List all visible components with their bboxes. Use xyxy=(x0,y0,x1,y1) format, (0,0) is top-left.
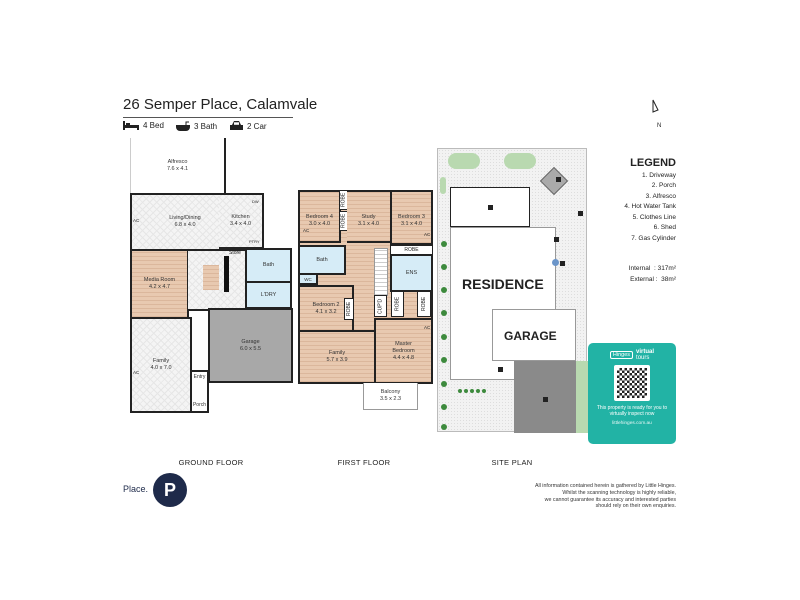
first-floor-label: FIRST FLOOR xyxy=(337,458,391,467)
feature-label: 4 Bed xyxy=(143,121,164,130)
pantry-label: PTRY xyxy=(249,239,260,244)
tree-icon xyxy=(441,241,447,247)
site-marker xyxy=(578,211,583,216)
legend-item: 1. Driveway xyxy=(642,171,676,179)
title-divider xyxy=(123,117,293,118)
ground-floor-label: GROUND FLOOR xyxy=(178,458,244,467)
room-wc: WC xyxy=(298,273,318,285)
internal-area: Internal : 317m² xyxy=(628,265,676,272)
north-arrow-icon xyxy=(652,99,663,120)
garden-bed xyxy=(504,153,536,169)
legend-item: 5. Clothes Line xyxy=(632,213,676,221)
tree-icon xyxy=(441,357,447,363)
tree-icon xyxy=(441,424,447,430)
feature-label: 3 Bath xyxy=(194,121,218,131)
garden-bed xyxy=(576,361,588,433)
property-title: 26 Semper Place, Calamvale xyxy=(123,96,318,113)
site-marker xyxy=(543,397,548,402)
cupboard: CUP'D xyxy=(374,295,387,317)
hot-water-tank xyxy=(552,259,559,266)
agency-name: Place. xyxy=(123,484,149,494)
promo-text: This property is ready for you to virtua… xyxy=(596,405,668,417)
qr-code[interactable] xyxy=(614,365,650,401)
north-label: N xyxy=(657,123,662,129)
room-bath-upstairs: Bath xyxy=(298,245,346,275)
bath-icon xyxy=(176,121,190,131)
clothes-line xyxy=(539,166,569,196)
bed-icon xyxy=(123,121,139,130)
tree-icon xyxy=(441,287,447,293)
room-laundry: L'DRY xyxy=(245,281,292,309)
ac-label: AC xyxy=(133,218,140,223)
ac-label: AC xyxy=(424,232,431,237)
garden-bed xyxy=(440,177,446,194)
tree-icon xyxy=(441,404,447,410)
garage-site xyxy=(492,309,576,361)
tree-icon xyxy=(482,389,486,393)
legend-item: 7. Gas Cylinder xyxy=(631,234,676,242)
site-marker xyxy=(560,261,565,266)
garage-label: GARAGE xyxy=(504,329,557,343)
tree-icon xyxy=(441,264,447,270)
car-icon xyxy=(230,121,243,130)
legend-title: LEGEND xyxy=(630,157,676,169)
legend: LEGEND 1. Driveway 2. Porch 3. Alfresco … xyxy=(596,158,676,285)
dw-label: DW xyxy=(252,199,259,204)
external-area: External : 38m² xyxy=(630,275,676,283)
residence-label: RESIDENCE xyxy=(462,276,544,292)
ac-label: AC xyxy=(424,325,431,330)
legend-item: 4. Hot Water Tank xyxy=(624,203,676,210)
site-plan-label: SITE PLAN xyxy=(491,458,533,467)
disclaimer: All information contained herein is gath… xyxy=(534,483,676,510)
feature-bath: 3 Bath xyxy=(176,121,217,131)
feature-label: 2 Car xyxy=(247,121,267,131)
site-marker xyxy=(498,367,503,372)
tree-icon xyxy=(441,334,447,340)
tree-icon xyxy=(458,389,462,393)
site-marker xyxy=(554,237,559,242)
robe: ROBE xyxy=(417,291,431,317)
tree-icon xyxy=(470,389,474,393)
robe: ROBE xyxy=(344,298,354,320)
stair-wall xyxy=(224,256,229,292)
garden-bed xyxy=(448,153,480,169)
tree-icon xyxy=(441,381,447,387)
room-ensuite: ENS xyxy=(390,254,433,292)
robe: ROBE xyxy=(391,291,404,317)
tree-icon xyxy=(464,389,468,393)
legend-item: 6. Shed xyxy=(653,224,676,231)
store-label: Store xyxy=(229,250,241,256)
site-marker xyxy=(488,205,493,210)
ac-label: AC xyxy=(133,370,140,375)
alfresco-area xyxy=(450,187,530,227)
legend-item: 3. Alfresco xyxy=(645,192,676,200)
stairs xyxy=(203,265,219,290)
agency-logo: P xyxy=(153,473,187,507)
site-marker xyxy=(556,177,561,182)
stairs-upper xyxy=(374,248,388,296)
feature-bed: 4 Bed xyxy=(123,121,164,130)
feature-car: 2 Car xyxy=(230,121,267,131)
room-bath: Bath xyxy=(245,248,292,283)
site-plan: RESIDENCE GARAGE xyxy=(437,148,588,433)
legend-item: 2. Porch xyxy=(651,182,676,189)
ac-label: AC xyxy=(303,228,310,233)
tree-icon xyxy=(441,310,447,316)
tree-icon xyxy=(476,389,480,393)
promo-url[interactable]: littlehinges.com.au xyxy=(612,421,652,426)
